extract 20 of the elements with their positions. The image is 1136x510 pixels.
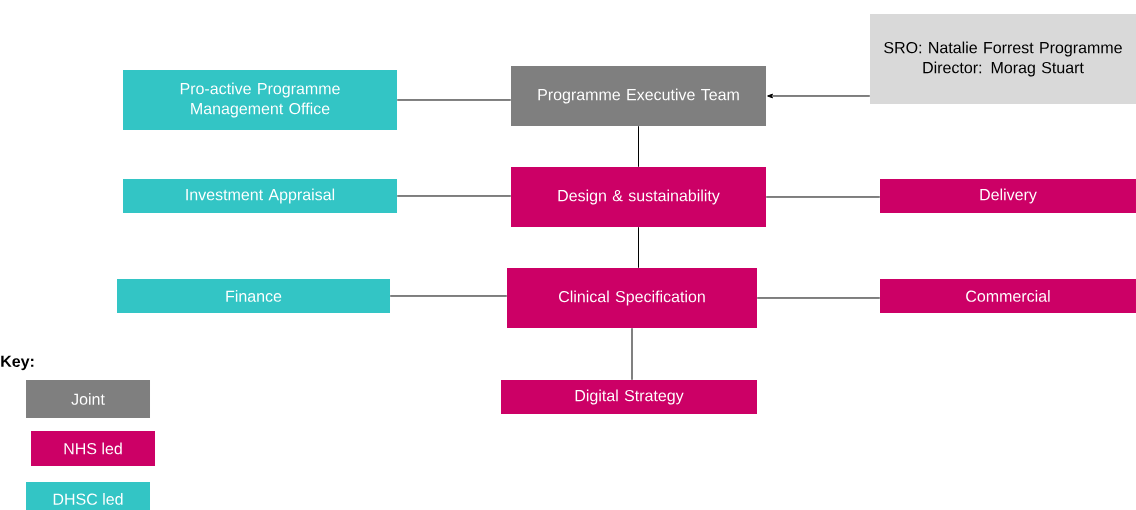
org-box: Commercial [880,279,1136,313]
connector-line [638,125,639,168]
key-heading: Key: [1,355,34,371]
connector-line [396,99,512,101]
connector-line [756,297,881,299]
connector-line [631,327,633,381]
org-box: Programme Executive Team [511,66,766,126]
connector-line [638,226,639,269]
connector-line [765,196,881,198]
connector-line [396,195,512,197]
connector-line [389,295,508,297]
org-box: SRO: Natalie Forrest Programme Director: Morag Stuart [870,14,1136,104]
connector-line [767,93,871,99]
org-box: Delivery [880,179,1136,213]
org-box: Clinical Specification [507,268,757,328]
org-box: Pro-active Programme Management Office [123,70,397,130]
org-box: Design & sustainability [511,167,766,227]
org-box: Investment Appraisal [123,179,397,213]
org-box: Digital Strategy [501,380,757,414]
org-box: Finance [117,279,390,313]
